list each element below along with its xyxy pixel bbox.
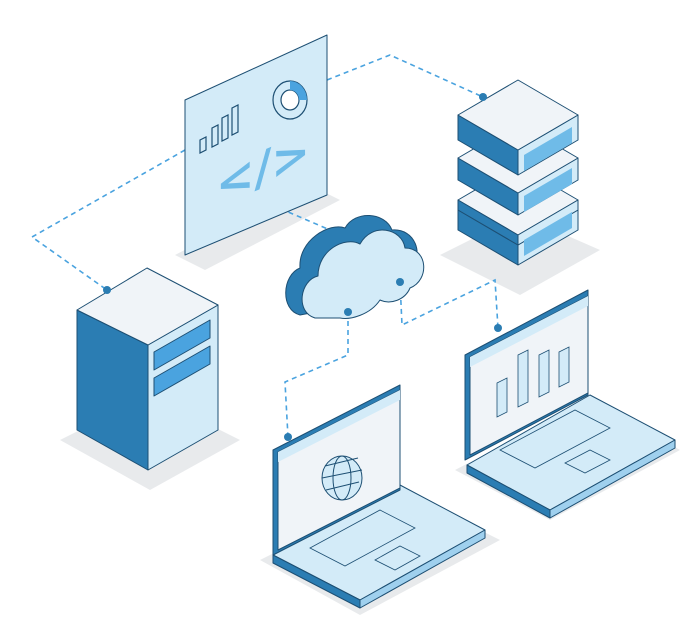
connection-node <box>396 278 404 286</box>
cloud <box>285 215 425 319</box>
connection-lines <box>30 54 499 438</box>
donut-chart-icon <box>272 80 308 120</box>
server-stack <box>457 79 579 266</box>
dashboard-panel: </> <box>184 34 328 256</box>
laptop-globe <box>272 384 486 609</box>
bar-chart-icon <box>199 104 239 154</box>
connection-node <box>494 324 502 332</box>
keyboard <box>309 509 421 571</box>
connection-node <box>103 286 111 294</box>
tower-server <box>76 267 219 471</box>
server-unit-top <box>457 79 579 176</box>
drive-bay <box>153 345 211 397</box>
globe-icon <box>321 455 363 501</box>
keyboard <box>499 409 611 474</box>
bar-chart-icon <box>496 346 570 418</box>
laptop-chart <box>464 289 676 519</box>
connection-node <box>344 308 352 316</box>
connection-node <box>479 93 487 101</box>
drive-bay <box>153 319 211 371</box>
connection-node <box>284 433 292 441</box>
